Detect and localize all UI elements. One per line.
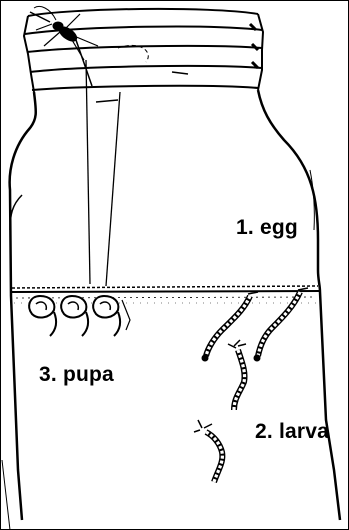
pupa-label: 3. pupa xyxy=(39,363,114,387)
egg-guide-lines xyxy=(86,60,120,286)
larva-2 xyxy=(254,288,308,361)
pupa-3 xyxy=(93,296,120,336)
pupa-1 xyxy=(29,296,56,336)
pupa-group xyxy=(29,296,130,336)
larva-1 xyxy=(202,292,258,361)
pupa-2 xyxy=(61,296,88,336)
water-surface xyxy=(12,286,320,303)
larva-4 xyxy=(194,420,222,482)
larva-3 xyxy=(228,340,246,410)
larva-group xyxy=(194,288,308,482)
larva-label: 2. larva xyxy=(255,420,329,444)
egg-label: 1. egg xyxy=(236,216,298,240)
